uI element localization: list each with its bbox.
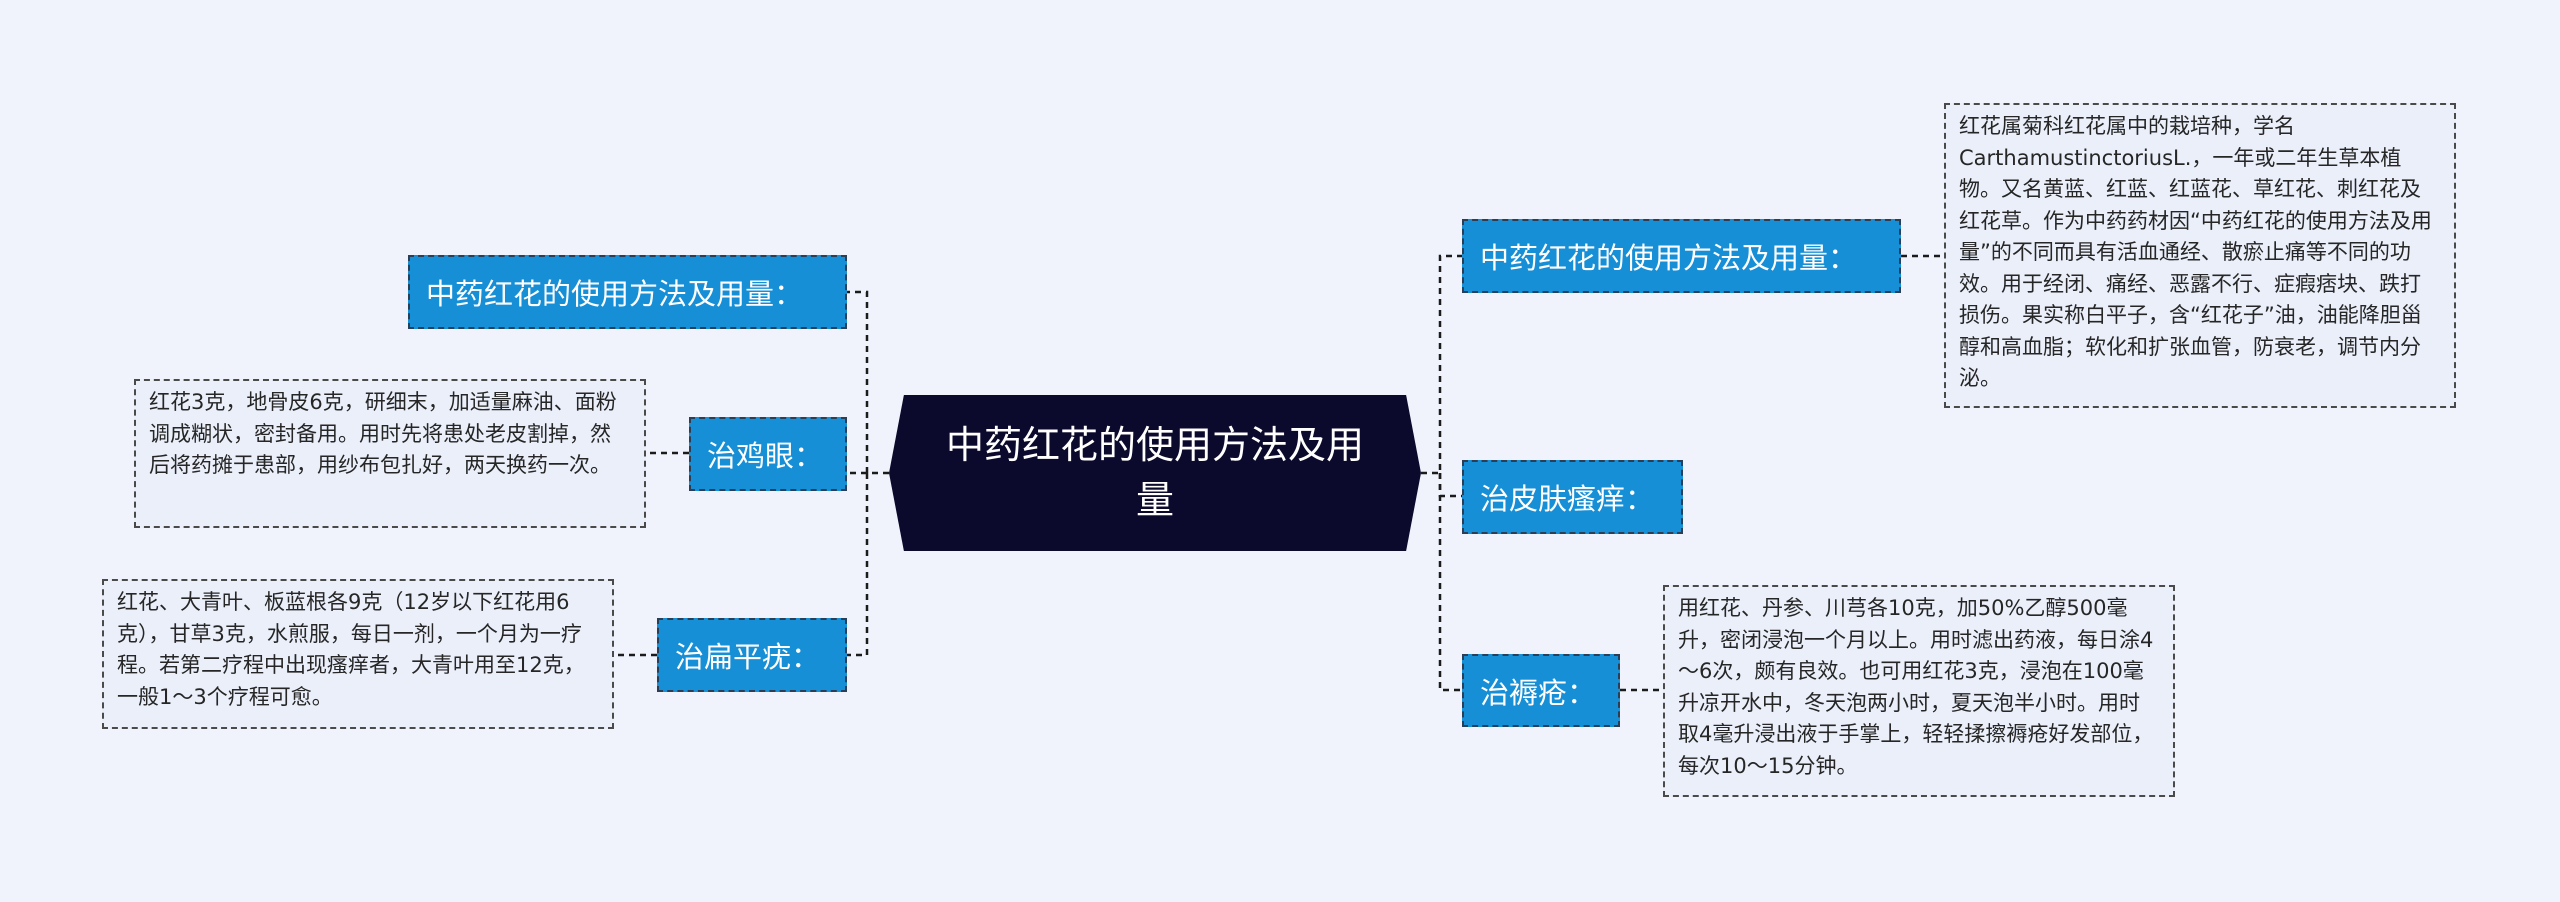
topic-pifu-saoyang[interactable]: 治皮肤瘙痒：	[1462, 460, 1683, 534]
note-bianpingyou: 红花、大青叶、板蓝根各9克（12岁以下红花用6克），甘草3克，水煎服，每日一剂，…	[102, 579, 614, 729]
link-root-right-1	[1421, 254, 1462, 475]
link-root-left-3	[847, 473, 869, 657]
link-root-right-3	[1438, 473, 1462, 692]
root-topic[interactable]: 中药红花的使用方法及用量	[889, 395, 1421, 551]
topic-ruchuang[interactable]: 治褥疮：	[1462, 654, 1620, 727]
note-right-main-text: 红花属菊科红花属中的栽培种，学名CarthamustinctoriusL.，一年…	[1959, 114, 2432, 390]
note-jiyan-text: 红花3克，地骨皮6克，研细末，加适量麻油、面粉调成糊状，密封备用。用时先将患处老…	[149, 390, 617, 477]
note-bianpingyou-text: 红花、大青叶、板蓝根各9克（12岁以下红花用6克），甘草3克，水煎服，每日一剂，…	[117, 590, 585, 709]
note-ruchuang-text: 用红花、丹参、川芎各10克，加50%乙醇500毫升，密闭浸泡一个月以上。用时滤出…	[1678, 596, 2154, 778]
note-ruchuang: 用红花、丹参、川芎各10克，加50%乙醇500毫升，密闭浸泡一个月以上。用时滤出…	[1663, 585, 2175, 797]
topic-ruchuang-label: 治褥疮：	[1480, 675, 1597, 710]
topic-bianpingyou[interactable]: 治扁平疣：	[657, 618, 847, 692]
note-right-main: 红花属菊科红花属中的栽培种，学名CarthamustinctoriusL.，一年…	[1944, 103, 2456, 408]
topic-bianpingyou-label: 治扁平疣：	[675, 640, 821, 674]
note-jiyan: 红花3克，地骨皮6克，研细末，加适量麻油、面粉调成糊状，密封备用。用时先将患处老…	[134, 379, 646, 528]
topic-right-main[interactable]: 中药红花的使用方法及用量：	[1462, 219, 1901, 293]
topic-left-main-label: 中药红花的使用方法及用量：	[426, 277, 804, 311]
topic-right-main-label: 中药红花的使用方法及用量：	[1480, 241, 1858, 275]
topic-jiyan-label: 治鸡眼：	[707, 439, 824, 473]
topic-jiyan[interactable]: 治鸡眼：	[689, 417, 847, 491]
link-root-left-1	[847, 290, 889, 475]
topic-left-main[interactable]: 中药红花的使用方法及用量：	[408, 255, 847, 329]
link-root-right-2	[1438, 473, 1462, 498]
root-topic-label: 中药红花的使用方法及用量	[945, 423, 1364, 522]
topic-pifu-saoyang-label: 治皮肤瘙痒：	[1480, 482, 1655, 516]
